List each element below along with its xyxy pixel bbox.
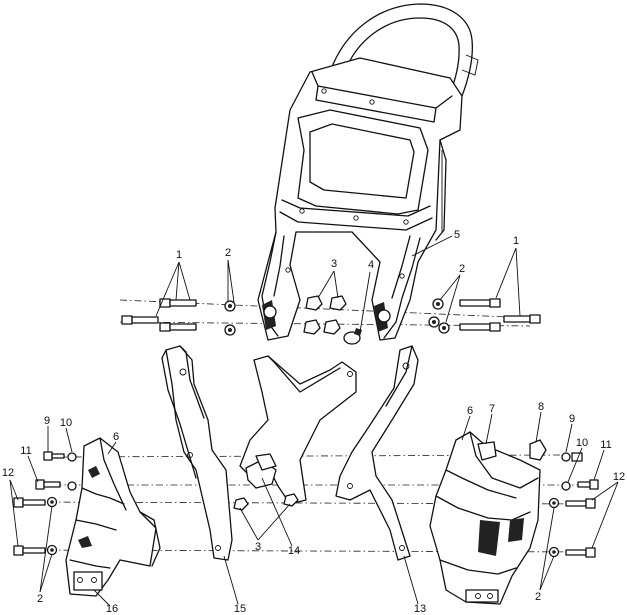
- left-mount-assembly: [65, 437, 161, 597]
- callout-12-left: 12: [2, 467, 14, 479]
- callout-11-left: 11: [20, 445, 31, 457]
- callout-9-left: 9: [44, 415, 50, 427]
- callout-9-right: 9: [569, 413, 575, 425]
- callout-3-top: 3: [331, 258, 337, 270]
- top-bolts-right: [459, 298, 541, 332]
- callout-2-top-left: 2: [225, 247, 231, 259]
- main-frame: [257, 57, 463, 341]
- callout-8: 8: [538, 401, 544, 413]
- right-bracket: [335, 345, 419, 561]
- callout-10-right: 10: [576, 437, 588, 449]
- callout-2-top-right: 2: [459, 263, 465, 275]
- callout-2-bottom-left: 2: [37, 593, 43, 605]
- callout-4: 4: [368, 259, 374, 271]
- callout-10-left: 10: [60, 417, 72, 429]
- callout-13: 13: [414, 603, 426, 615]
- callout-14: 14: [288, 545, 300, 557]
- callout-5: 5: [454, 229, 460, 241]
- center-plate: [239, 355, 357, 505]
- top-washers-nuts: [224, 295, 450, 345]
- callout-6-left: 6: [113, 431, 119, 443]
- left-bracket: [161, 345, 233, 561]
- handle-tube: [329, 3, 479, 97]
- callout-15: 15: [234, 603, 246, 615]
- callout-2-bottom-right: 2: [535, 591, 541, 603]
- callout-12-right: 12: [613, 471, 625, 483]
- right-mount-assembly: [429, 431, 547, 605]
- callout-16: 16: [106, 603, 118, 615]
- top-bolts-left: [121, 298, 197, 332]
- callout-7: 7: [489, 403, 495, 415]
- callout-labels: 1 2 3 4 5 2 1 9 10 6 11 12 2 16 15 3 14 …: [2, 229, 625, 615]
- callout-6-right: 6: [467, 405, 473, 417]
- callout-1-left: 1: [176, 249, 182, 261]
- leader-lines: [9, 235, 619, 607]
- callout-11-right: 11: [600, 439, 611, 451]
- callout-3-bottom: 3: [255, 541, 261, 553]
- callout-1-right: 1: [513, 235, 519, 247]
